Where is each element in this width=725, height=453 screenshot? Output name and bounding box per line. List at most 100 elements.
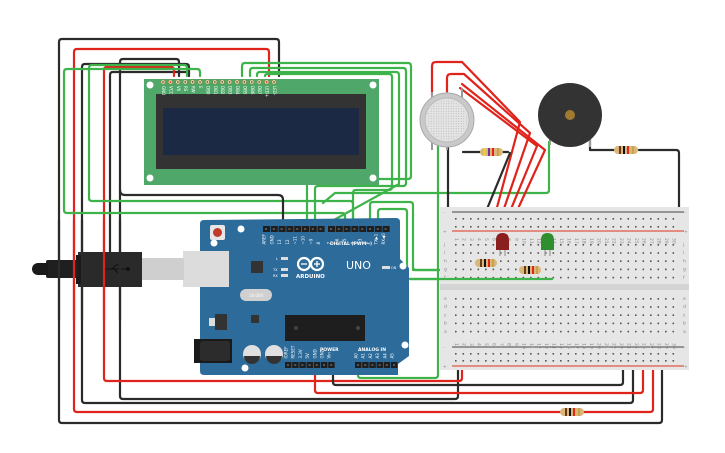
hole-a[interactable] [560,330,562,333]
hole-e[interactable] [537,298,540,300]
hole-a[interactable] [597,330,600,333]
hole-c[interactable] [665,314,667,316]
rail-hole[interactable] [627,226,630,228]
hole-e[interactable] [590,298,592,300]
hole-c[interactable] [605,314,607,316]
hole-i[interactable] [485,252,487,254]
hole-g[interactable] [575,268,577,271]
hole-a[interactable] [627,330,630,333]
hole-e[interactable] [470,298,472,300]
rail-hole[interactable] [620,360,622,362]
rail-hole[interactable] [470,218,472,220]
hole-f[interactable] [500,276,502,279]
hole-f[interactable] [485,276,487,279]
hole-g[interactable] [470,268,472,271]
hole-e[interactable] [672,298,675,300]
hole-j[interactable] [522,244,525,246]
resistor-bb-2[interactable] [519,266,541,274]
rail-hole[interactable] [537,353,540,355]
rail-hole[interactable] [642,218,645,220]
hole-c[interactable] [582,314,585,316]
rail-hole[interactable] [657,360,660,362]
hole-b[interactable] [605,322,607,325]
hole-c[interactable] [560,314,562,316]
hole-h[interactable] [522,260,525,262]
hole-g[interactable] [665,268,667,271]
hole-b[interactable] [620,322,622,325]
hole-f[interactable] [492,276,495,279]
rail-hole[interactable] [537,360,540,362]
hole-c[interactable] [537,314,540,316]
hole-h[interactable] [635,260,637,262]
rail-hole[interactable] [612,353,615,355]
hole-b[interactable] [560,322,562,325]
hole-a[interactable] [507,330,510,333]
hole-c[interactable] [492,314,495,316]
hole-g[interactable] [590,268,592,271]
rail-hole[interactable] [605,360,607,362]
hole-c[interactable] [500,314,502,316]
hole-d[interactable] [492,306,495,308]
rail-hole[interactable] [492,353,495,355]
hole-c[interactable] [470,314,472,316]
hole-b[interactable] [545,322,547,325]
rail-hole[interactable] [620,353,622,355]
hole-a[interactable] [590,330,592,333]
rail-hole[interactable] [455,353,457,355]
hole-h[interactable] [552,260,555,262]
wire-black-lcd-3[interactable] [108,70,188,277]
hole-d[interactable] [672,306,675,308]
hole-c[interactable] [522,314,525,316]
hole-g[interactable] [507,268,510,271]
hole-f[interactable] [582,276,585,279]
hole-i[interactable] [530,252,532,254]
hole-b[interactable] [537,322,540,325]
hole-j[interactable] [612,244,615,246]
wire-red-sensor-3[interactable] [458,86,539,228]
hole-i[interactable] [665,252,667,254]
rail-hole[interactable] [515,218,517,220]
hole-f[interactable] [477,276,480,279]
hole-i[interactable] [597,252,600,254]
hole-b[interactable] [567,322,570,325]
hole-j[interactable] [620,244,622,246]
rail-hole[interactable] [635,226,637,228]
rail-hole[interactable] [590,353,592,355]
hole-g[interactable] [672,268,675,271]
wire-red-outer[interactable] [72,47,655,414]
hole-h[interactable] [567,260,570,262]
hole-g[interactable] [612,268,615,271]
hole-b[interactable] [627,322,630,325]
rail-hole[interactable] [485,226,487,228]
rail-hole[interactable] [560,218,562,220]
hole-h[interactable] [455,260,457,262]
hole-i[interactable] [567,252,570,254]
hole-e[interactable] [545,298,547,300]
hole-b[interactable] [672,322,675,325]
hole-c[interactable] [515,314,517,316]
rail-hole[interactable] [470,353,472,355]
hole-j[interactable] [672,244,675,246]
piezo-buzzer[interactable] [538,83,602,147]
hole-b[interactable] [575,322,577,325]
hole-d[interactable] [657,306,660,308]
hole-f[interactable] [462,276,465,279]
hole-e[interactable] [515,298,517,300]
wire-green-lcd-1[interactable] [62,67,202,212]
rail-hole[interactable] [470,360,472,362]
rail-hole[interactable] [597,226,600,228]
wire-black-lcd-4[interactable] [118,283,460,401]
rail-hole[interactable] [635,360,637,362]
hole-j[interactable] [635,244,637,246]
reset-button-cap[interactable] [213,228,222,237]
wire-black-gnd-bottom[interactable] [331,353,625,387]
hole-f[interactable] [650,276,652,279]
rail-hole[interactable] [642,353,645,355]
hole-b[interactable] [597,322,600,325]
hole-i[interactable] [650,252,652,254]
hole-i[interactable] [522,252,525,254]
gas-sensor[interactable] [419,88,475,150]
hole-d[interactable] [642,306,645,308]
hole-c[interactable] [612,314,615,316]
rail-hole[interactable] [620,218,622,220]
